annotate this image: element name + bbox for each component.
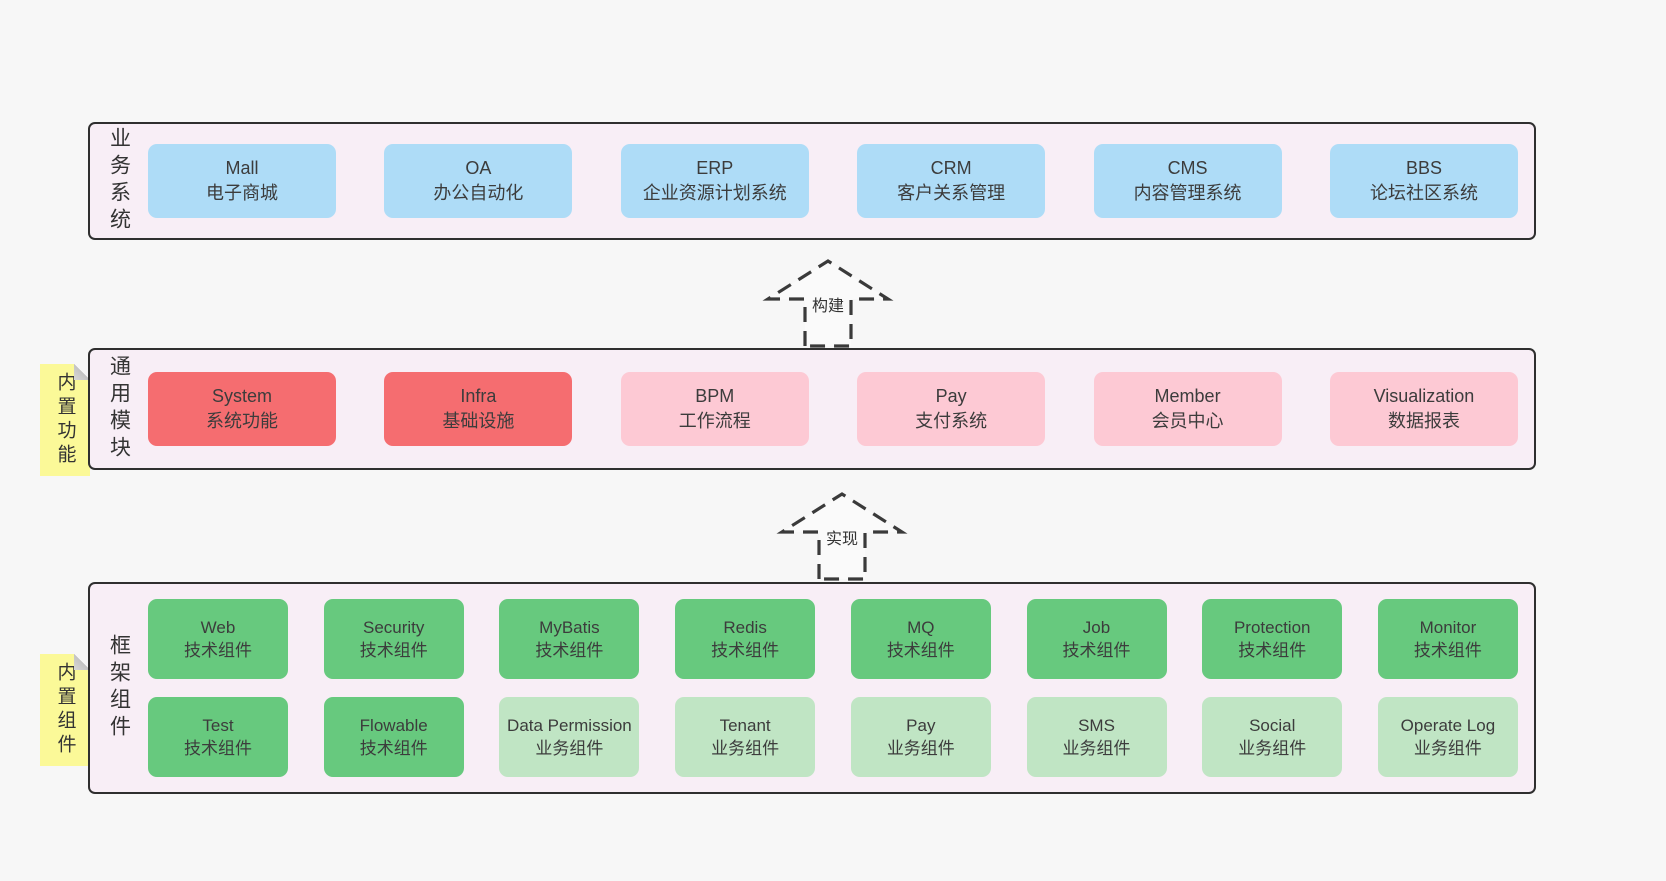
box-oa: OA 办公自动化 [384, 144, 573, 218]
box-bbs: BBS 论坛社区系统 [1329, 144, 1518, 218]
arrow-implement: 实现 [772, 488, 912, 583]
box-protection: Protection 技术组件 [1202, 599, 1343, 679]
box-tenant: Tenant 业务组件 [675, 697, 816, 777]
arrow-build: 构建 [758, 255, 898, 350]
arrow-build-label: 构建 [807, 291, 849, 317]
box-pay: Pay 支付系统 [857, 372, 1046, 446]
sticky-built-in-functions: 内置功能 [40, 364, 90, 476]
box-monitor: Monitor 技术组件 [1377, 599, 1518, 679]
band-business-systems: 业务系统 Mall 电子商城 OA 办公自动化 ERP 企业资源计划系统 CRM… [88, 122, 1536, 240]
framework-components-grid: Web 技术组件 Security 技术组件 MyBatis 技术组件 Redi… [148, 584, 1534, 792]
arrow-implement-label: 实现 [821, 524, 863, 550]
box-social: Social 业务组件 [1202, 697, 1343, 777]
band-label-framework-components: 框架组件 [107, 634, 131, 742]
box-redis: Redis 技术组件 [675, 599, 816, 679]
box-flowable: Flowable 技术组件 [323, 697, 464, 777]
box-job: Job 技术组件 [1026, 599, 1167, 679]
box-web: Web 技术组件 [148, 599, 288, 679]
box-mall: Mall 电子商城 [148, 144, 336, 218]
box-data-permission: Data Permission 业务组件 [499, 697, 640, 777]
box-pay-biz: Pay 业务组件 [850, 697, 991, 777]
box-test: Test 技术组件 [148, 697, 288, 777]
box-crm: CRM 客户关系管理 [857, 144, 1046, 218]
box-system: System 系统功能 [148, 372, 336, 446]
box-erp: ERP 企业资源计划系统 [620, 144, 809, 218]
box-infra: Infra 基础设施 [384, 372, 573, 446]
sticky-built-in-components: 内置组件 [40, 654, 90, 766]
box-operate-log: Operate Log 业务组件 [1377, 697, 1518, 777]
band-label-business-systems: 业务系统 [107, 127, 131, 235]
box-mybatis: MyBatis 技术组件 [499, 599, 640, 679]
box-sms: SMS 业务组件 [1026, 697, 1167, 777]
box-visualization: Visualization 数据报表 [1329, 372, 1518, 446]
band-framework-components: 框架组件 Web 技术组件 Security 技术组件 MyBatis 技术组件… [88, 582, 1536, 794]
box-mq: MQ 技术组件 [850, 599, 991, 679]
band-common-modules: 通用模块 System 系统功能 Infra 基础设施 BPM 工作流程 Pay… [88, 348, 1536, 470]
box-cms: CMS 内容管理系统 [1093, 144, 1282, 218]
common-modules-row: System 系统功能 Infra 基础设施 BPM 工作流程 Pay 支付系统… [148, 350, 1534, 468]
business-systems-row: Mall 电子商城 OA 办公自动化 ERP 企业资源计划系统 CRM 客户关系… [148, 124, 1534, 238]
box-bpm: BPM 工作流程 [620, 372, 809, 446]
band-label-common-modules: 通用模块 [107, 355, 131, 463]
box-security: Security 技术组件 [323, 599, 464, 679]
box-member: Member 会员中心 [1093, 372, 1282, 446]
